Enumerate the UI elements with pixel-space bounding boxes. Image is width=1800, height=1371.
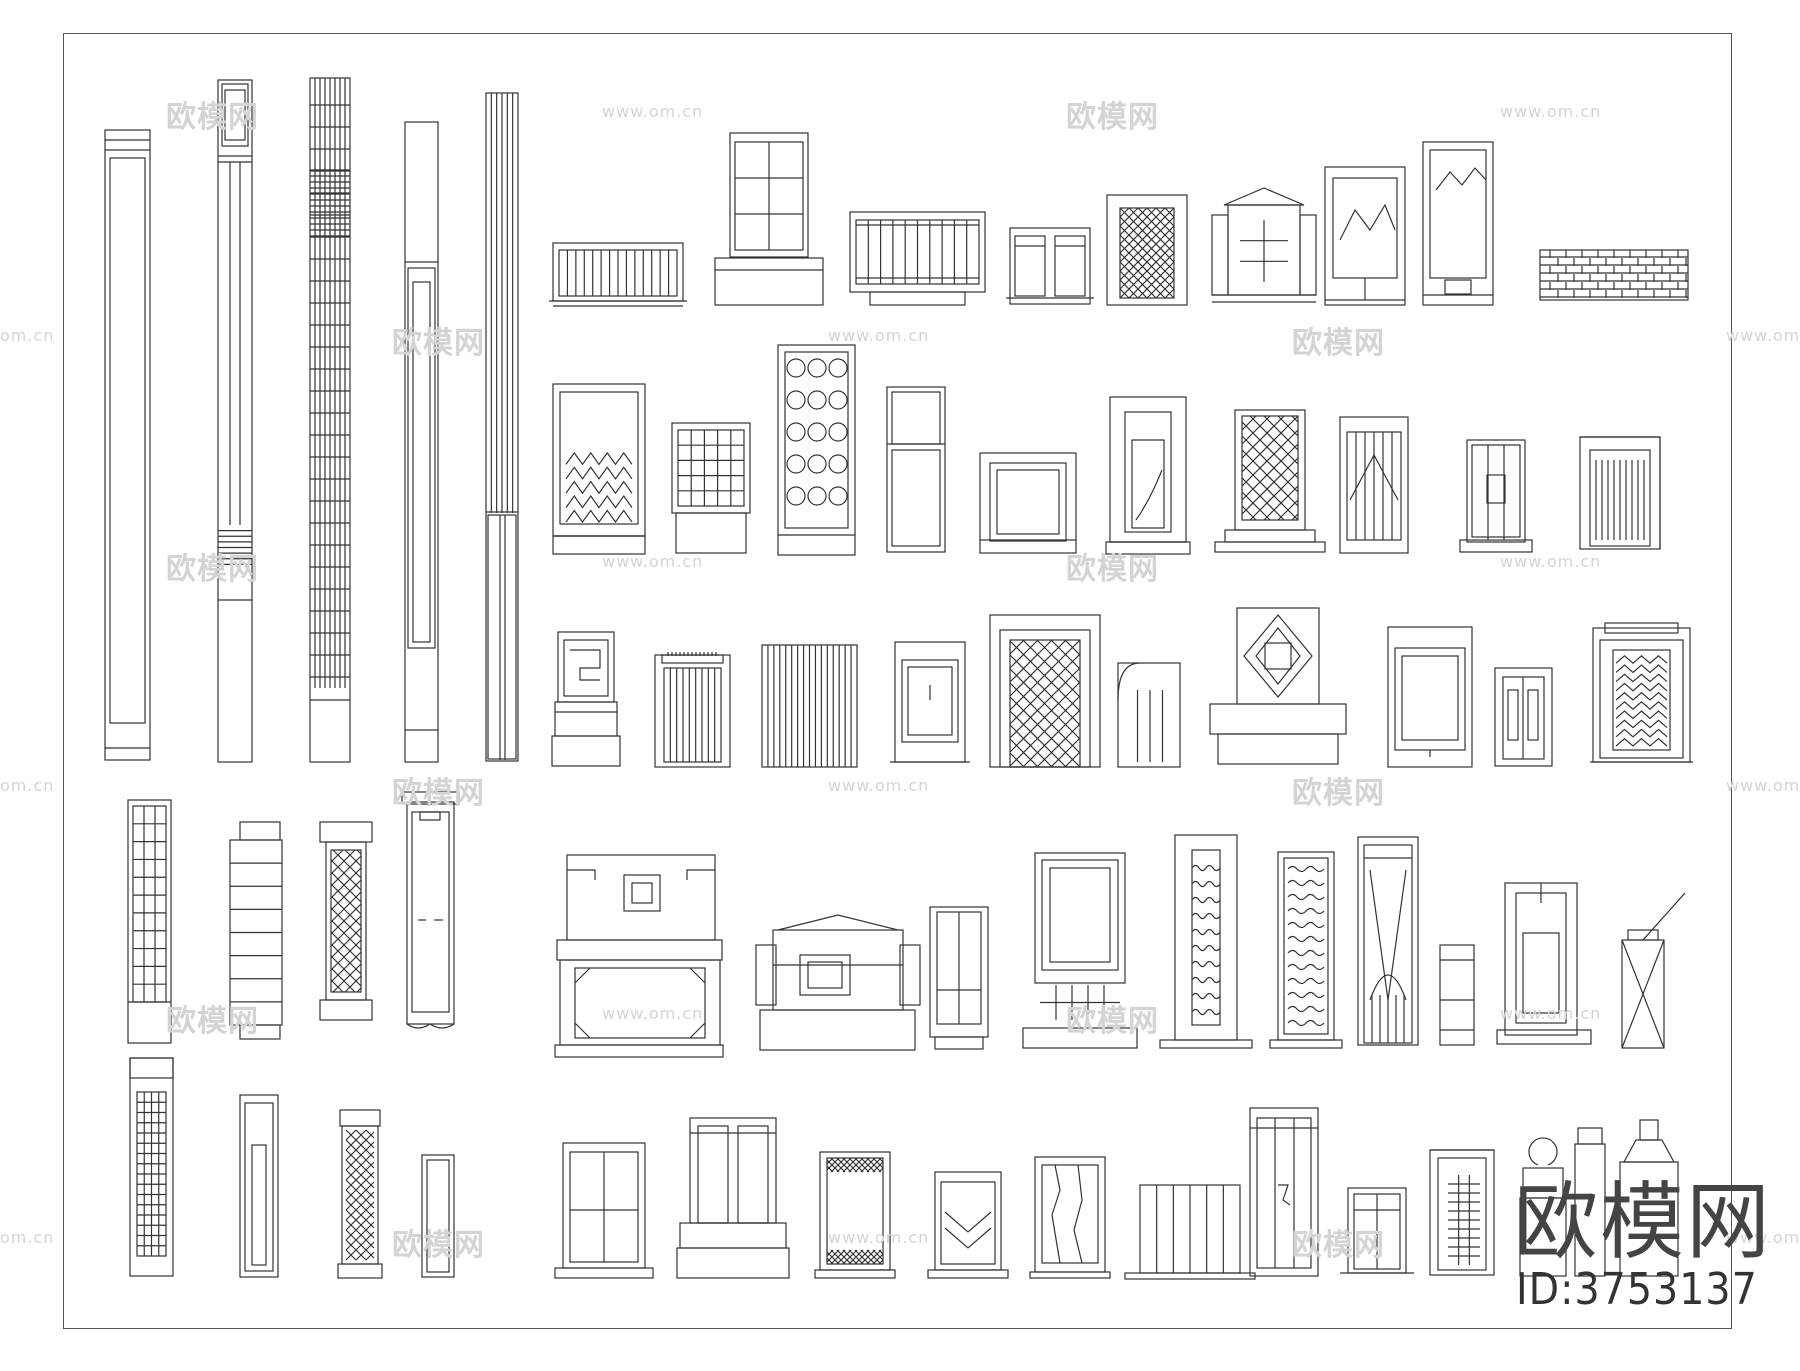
gate-post xyxy=(1539,249,1689,301)
model-id-label: ID:3753137 xyxy=(1516,1264,1758,1315)
gate-post xyxy=(1496,882,1592,1045)
gate-post xyxy=(1439,944,1475,1046)
gate-post xyxy=(814,1151,896,1279)
gate-post xyxy=(1357,836,1419,1046)
gate-post xyxy=(1590,622,1693,763)
gate-post xyxy=(1211,187,1317,303)
gate-post xyxy=(1159,834,1253,1049)
short-column xyxy=(421,1154,455,1278)
gate-post xyxy=(1269,851,1343,1049)
gate-post xyxy=(929,906,989,1050)
gate-post xyxy=(849,211,986,306)
gate-post xyxy=(1579,436,1661,550)
short-column xyxy=(129,1057,174,1277)
site-logo: 欧模网 xyxy=(1514,1173,1773,1271)
short-column xyxy=(401,791,460,1029)
gate-post xyxy=(554,854,724,1058)
gate-post xyxy=(927,1171,1009,1279)
short-column xyxy=(337,1109,383,1279)
gate-post xyxy=(761,644,858,768)
gate-post xyxy=(676,1117,790,1279)
gate-post xyxy=(1422,141,1494,306)
gate-post xyxy=(777,344,856,556)
gate-post xyxy=(549,242,687,307)
short-column xyxy=(127,799,172,1044)
gate-post xyxy=(551,631,621,767)
short-column xyxy=(239,1094,279,1278)
gate-post xyxy=(1339,416,1409,554)
gate-post xyxy=(714,132,824,306)
gate-post xyxy=(1574,1127,1606,1277)
gate-post xyxy=(654,652,731,768)
gate-post xyxy=(1006,227,1094,305)
gate-post xyxy=(1029,1156,1111,1279)
gate-post xyxy=(989,614,1101,768)
tall-column xyxy=(104,129,151,761)
gate-post xyxy=(1249,1107,1319,1277)
gate-post xyxy=(890,641,970,763)
gate-post xyxy=(1619,1119,1679,1277)
gate-post xyxy=(1459,439,1533,553)
gate-post xyxy=(1324,166,1406,306)
gate-post xyxy=(671,422,751,554)
gate-post xyxy=(1621,892,1686,1049)
short-column xyxy=(229,821,283,1040)
gate-post xyxy=(1106,194,1188,306)
gate-post xyxy=(979,452,1077,554)
gate-post xyxy=(554,1142,654,1279)
gate-post xyxy=(1519,1137,1567,1277)
gate-post xyxy=(1209,607,1347,765)
gate-post xyxy=(1387,626,1473,768)
tall-column xyxy=(404,121,439,763)
gate-post xyxy=(1214,409,1326,553)
gate-post xyxy=(1124,1184,1256,1280)
gate-post xyxy=(886,386,946,553)
tall-column xyxy=(217,79,253,763)
drawing-sheet-border xyxy=(63,33,1732,1329)
short-column xyxy=(319,821,373,1021)
gate-post xyxy=(1105,396,1191,555)
gate-post xyxy=(1429,1149,1495,1276)
gate-post xyxy=(1494,667,1553,767)
tall-column xyxy=(309,77,351,763)
tall-column xyxy=(485,92,519,762)
gate-post xyxy=(1022,852,1138,1049)
gate-post xyxy=(755,914,921,1051)
gate-post xyxy=(552,383,646,555)
gate-post xyxy=(1340,1187,1414,1274)
gate-post xyxy=(1117,662,1181,768)
